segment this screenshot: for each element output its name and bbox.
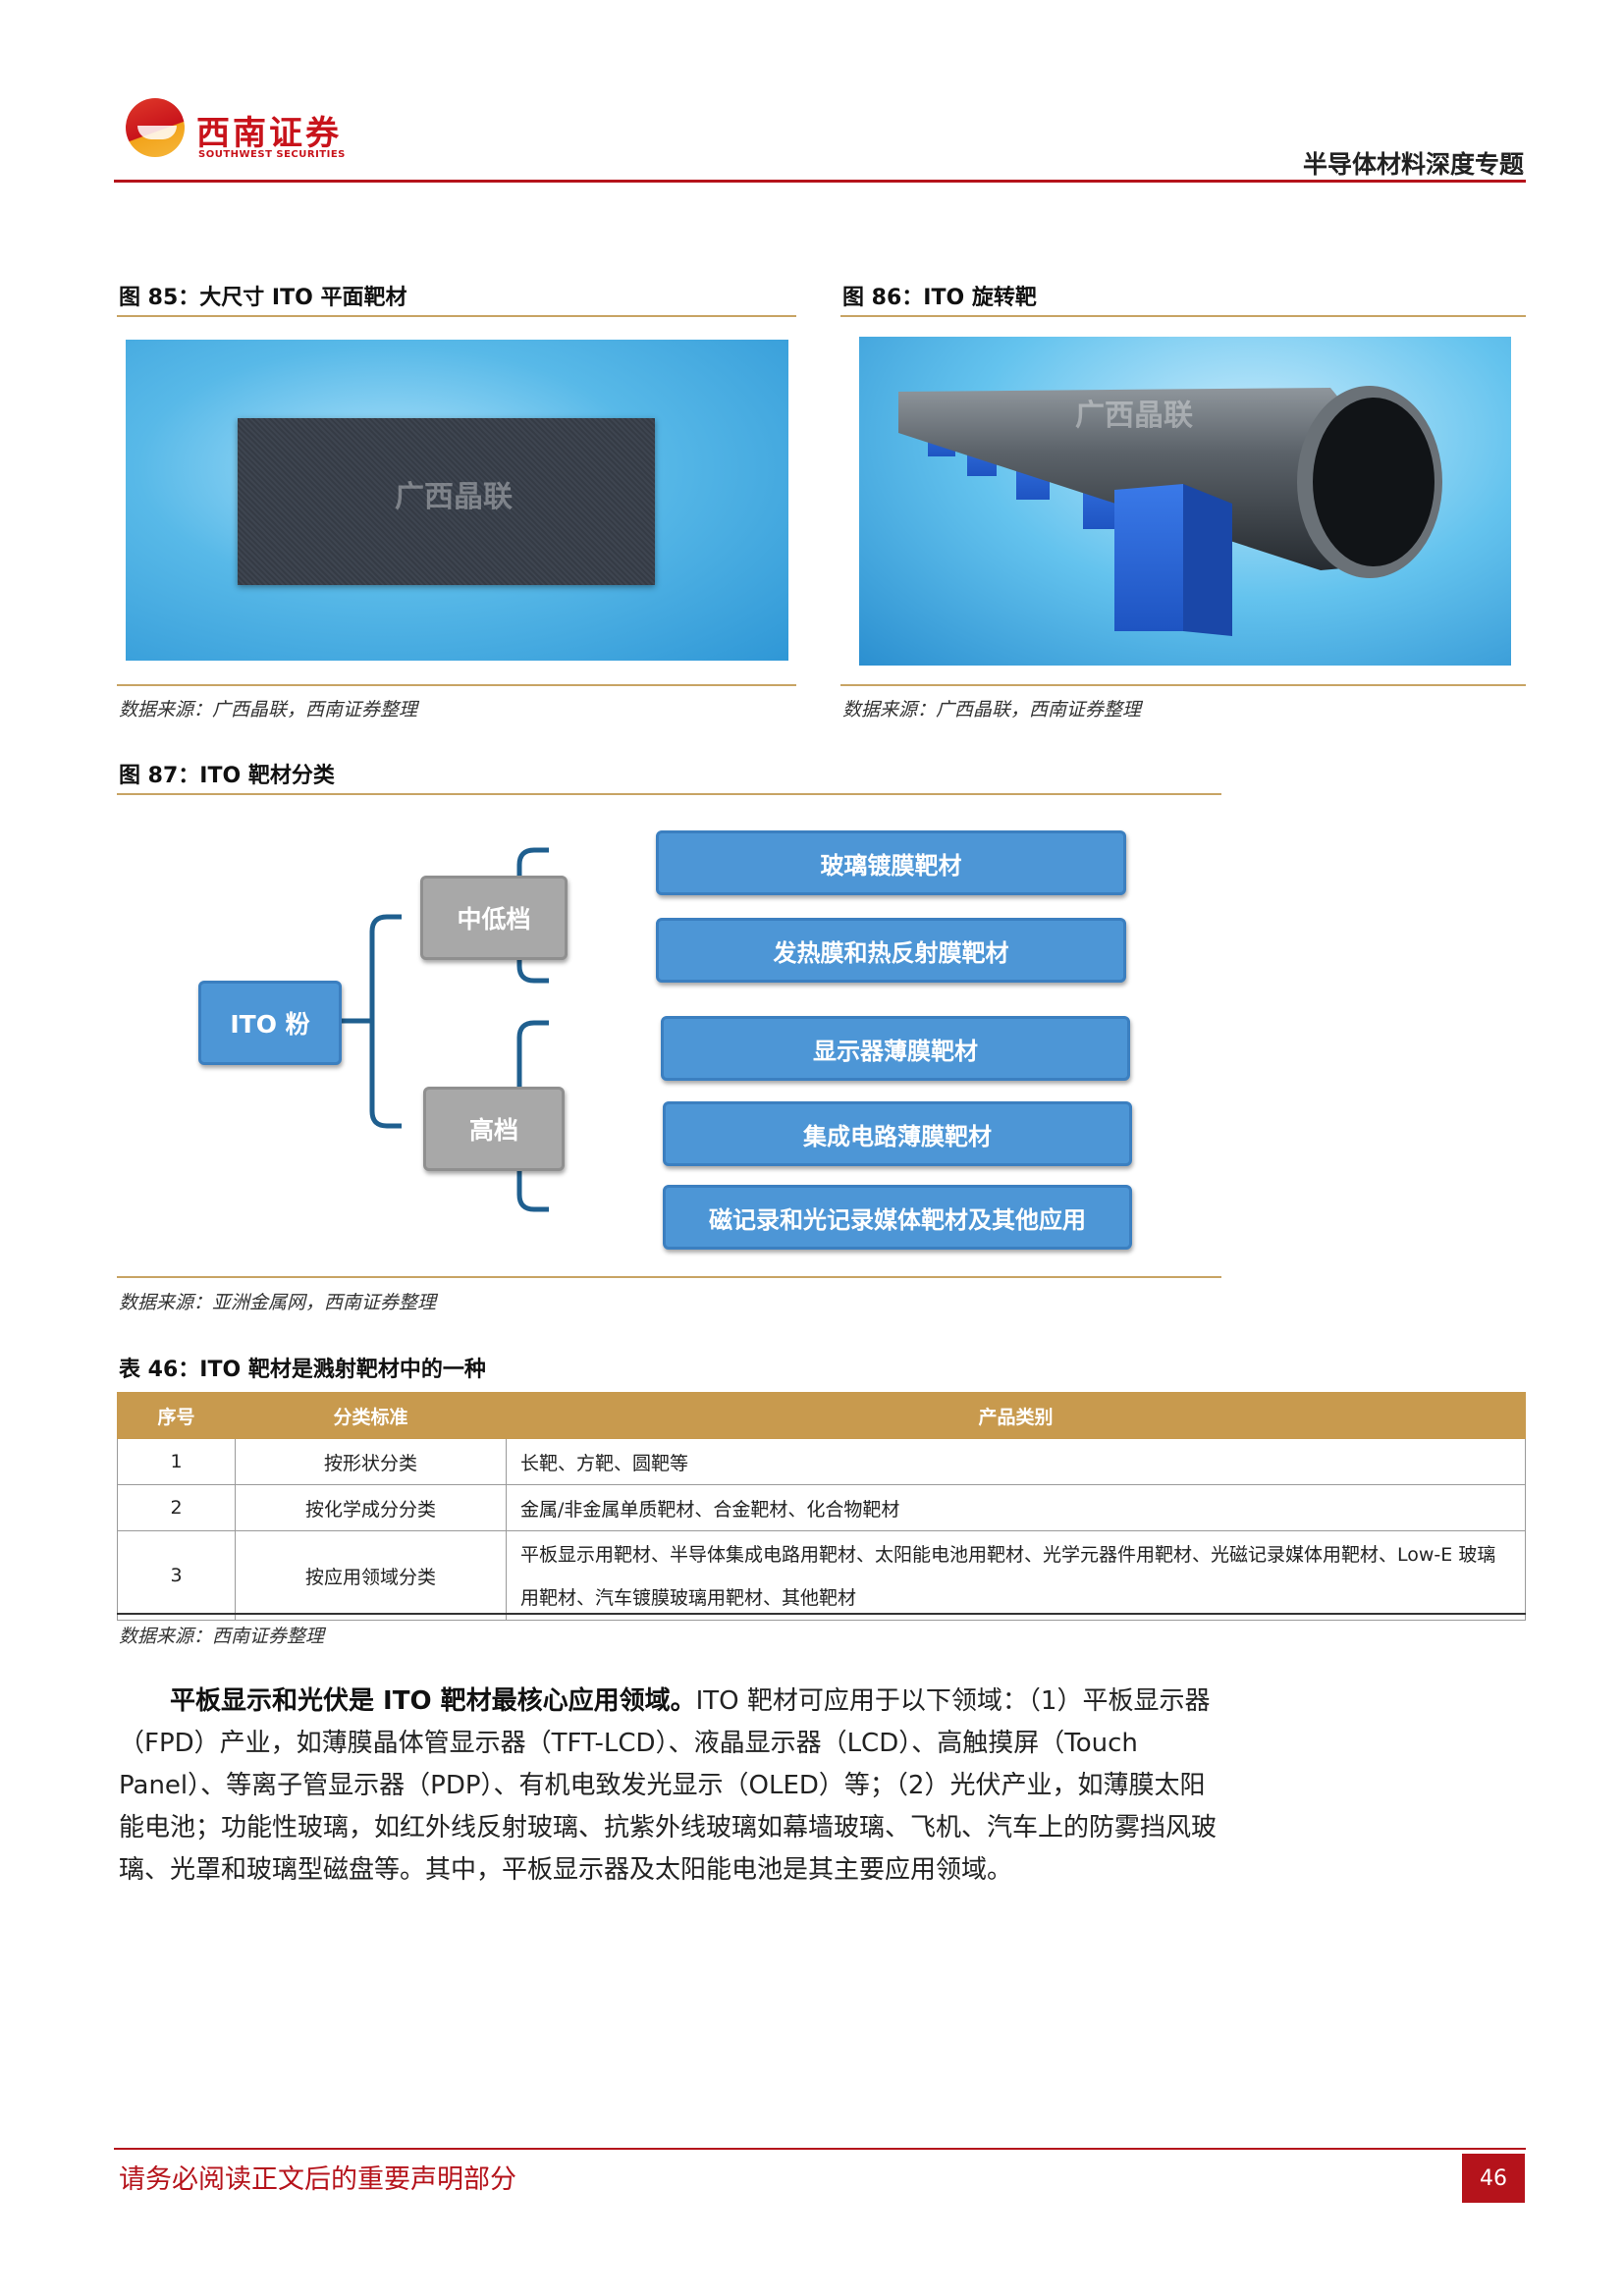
table46-caption: 表 46：ITO 靶材是溅射靶材中的一种 [119,1358,486,1382]
th-category: 产品类别 [506,1392,1526,1439]
logo-subtext: SOUTHWEST SECURITIES [198,149,346,160]
fig85-caption: 图 85：大尺寸 ITO 平面靶材 [119,286,407,310]
fig85-watermark: 广西晶联 [395,480,513,514]
cell-category: 长靶、方靶、圆靶等 [506,1438,1526,1485]
paragraph-body: ITO 靶材可应用于以下领域：（1）平板显示器（FPD）产业，如薄膜晶体管显示器… [119,1686,1218,1885]
page-number: 46 [1462,2154,1525,2203]
report-title: 半导体材料深度专题 [1302,150,1524,179]
cell-category: 金属/非金属单质靶材、合金靶材、化合物靶材 [506,1484,1526,1531]
diagram-high-grade: 高档 [423,1087,565,1171]
logo-wave [137,126,177,139]
th-no: 序号 [117,1392,236,1439]
diagram-mid-grade: 中低档 [420,876,568,960]
footer-disclaimer: 请务必阅读正文后的重要声明部分 [119,2164,516,2195]
cell-standard: 按形状分类 [235,1438,507,1485]
fig86-source: 数据来源：广西晶联，西南证券整理 [842,699,1142,721]
cell-no: 2 [117,1484,236,1531]
fig86-caption: 图 86：ITO 旋转靶 [842,286,1037,310]
table46-source: 数据来源：西南证券整理 [119,1626,325,1647]
fig85-bottom-rule [117,684,796,686]
table46: 序号 分类标准 产品类别 1 按形状分类 长靶、方靶、圆靶等 2 按化学成分分类… [117,1392,1526,1621]
fig86-image: 广西晶联 [859,337,1511,666]
cell-no: 3 [117,1530,236,1621]
fig85-source: 数据来源：广西晶联，西南证券整理 [119,699,418,721]
header-divider [114,180,1526,183]
fig87-source: 数据来源：亚洲金属网，西南证券整理 [119,1292,437,1313]
diagram-item-heating-film: 发热膜和热反射膜靶材 [656,918,1126,983]
cell-standard: 按化学成分分类 [235,1484,507,1531]
th-standard: 分类标准 [235,1392,507,1439]
paragraph-lead: 平板显示和光伏是 ITO 靶材最核心应用领域。 [170,1686,696,1716]
diagram-item-glass-coating: 玻璃镀膜靶材 [656,830,1126,895]
fig87-top-rule [117,793,1221,795]
footer-divider [114,2148,1526,2150]
cell-no: 1 [117,1438,236,1485]
ito-plate-target: 广西晶联 [238,418,655,585]
table-row: 1 按形状分类 长靶、方靶、圆靶等 [117,1438,1526,1485]
logo-text: 西南证券 [196,114,342,153]
fig85-image: 广西晶联 [126,340,788,661]
fig85-top-rule [117,315,796,317]
table46-bottom-rule [117,1613,1526,1615]
diagram-item-ic-film: 集成电路薄膜靶材 [663,1101,1132,1166]
cell-category: 平板显示用靶材、半导体集成电路用靶材、太阳能电池用靶材、光学元器件用靶材、光磁记… [506,1530,1526,1621]
table-row: 2 按化学成分分类 金属/非金属单质靶材、合金靶材、化合物靶材 [117,1484,1526,1531]
fig86-watermark: 广西晶联 [1075,399,1193,433]
diagram-item-recording-media: 磁记录和光记录媒体靶材及其他应用 [663,1185,1132,1250]
fig86-top-rule [840,315,1526,317]
diagram-root-ito-powder: ITO 粉 [198,981,342,1065]
body-paragraph: 平板显示和光伏是 ITO 靶材最核心应用领域。ITO 靶材可应用于以下领域：（1… [119,1681,1218,1892]
rotary-target-illustration [898,386,1442,636]
table-header-row: 序号 分类标准 产品类别 [117,1392,1526,1439]
cell-standard: 按应用领域分类 [235,1530,507,1621]
diagram-item-display-film: 显示器薄膜靶材 [661,1016,1130,1081]
fig87-caption: 图 87：ITO 靶材分类 [119,764,335,788]
fig87-bottom-rule [117,1276,1221,1278]
table-row: 3 按应用领域分类 平板显示用靶材、半导体集成电路用靶材、太阳能电池用靶材、光学… [117,1530,1526,1621]
fig86-bottom-rule [840,684,1526,686]
